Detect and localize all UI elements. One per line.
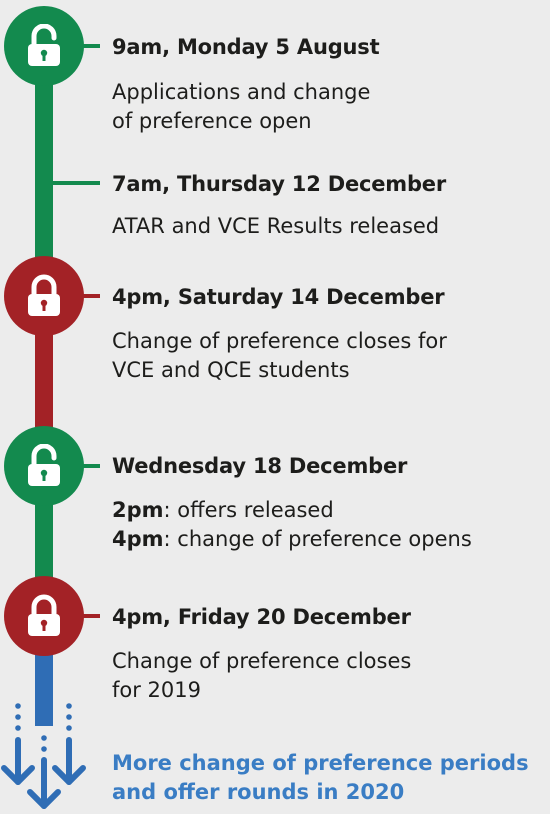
open-node: [4, 6, 84, 86]
description-line: 2pm: offers released: [112, 496, 472, 525]
time-detail: : change of preference opens: [163, 527, 472, 551]
description-line: for 2019: [112, 678, 201, 702]
description-line: Change of preference closes: [112, 649, 412, 673]
note-line: More change of preference periods: [112, 751, 529, 775]
more-periods-note: More change of preference periods and of…: [112, 749, 529, 807]
timeline-segment-future: [35, 646, 53, 726]
time-detail: : offers released: [163, 498, 334, 522]
unlocked-padlock-icon: [28, 24, 60, 66]
event-title: 4pm, Saturday 14 December: [112, 285, 445, 309]
time-label: 4pm: [112, 527, 164, 551]
event-title: 7am, Thursday 12 December: [112, 172, 447, 196]
locked-padlock-icon: [28, 274, 60, 316]
description-line: 4pm: change of preference opens: [112, 525, 472, 554]
time-label: 2pm: [112, 498, 164, 522]
description-line: ATAR and VCE Results released: [112, 214, 440, 238]
description-line: Change of preference closes for: [112, 329, 447, 353]
description-line: VCE and QCE students: [112, 358, 350, 382]
unlocked-padlock-icon: [28, 444, 60, 486]
event-description: ATAR and VCE Results released: [112, 212, 439, 241]
event-description: 2pm: offers released 4pm: change of pref…: [112, 496, 472, 554]
event-description: Change of preference closes for 2019: [112, 647, 411, 705]
closed-node: [4, 256, 84, 336]
event-title: 9am, Monday 5 August: [112, 35, 380, 59]
event-description: Applications and change of preference op…: [112, 78, 370, 136]
event-title: 4pm, Friday 20 December: [112, 605, 411, 629]
event-title: Wednesday 18 December: [112, 454, 408, 478]
timeline-segment-open-1: [35, 40, 53, 272]
description-line: of preference open: [112, 109, 312, 133]
down-arrows-icon: [1, 703, 86, 809]
locked-padlock-icon: [28, 594, 60, 636]
branch-connector: [53, 181, 100, 185]
description-line: Applications and change: [112, 80, 371, 104]
open-node: [4, 426, 84, 506]
event-description: Change of preference closes for VCE and …: [112, 327, 447, 385]
note-line: and offer rounds in 2020: [112, 780, 405, 804]
closed-node: [4, 576, 84, 656]
